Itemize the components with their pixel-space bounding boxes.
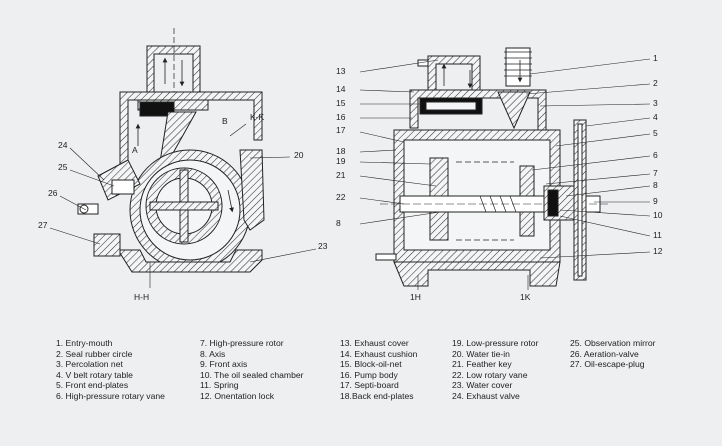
label-A: A [132,145,138,155]
label-9: 9 [653,196,658,206]
label-20: 20 [294,150,304,160]
label-K-K: K-K [250,112,265,122]
legend-column-5: 25. Observation mirror 26. Aeration-valv… [570,338,656,370]
label-27: 27 [38,220,48,230]
legend-item: 21. Feather key [452,359,512,370]
legend-item: 23. Water cover [452,380,513,391]
legend-item: 9. Front axis [200,359,248,370]
legend-column-2: 7. High-pressure rotor 8. Axis 9. Front … [200,338,304,402]
label-16: 16 [336,112,346,122]
legend-item: 13. Exhaust cover [340,338,409,348]
legend-item: 12. Onentation lock [200,390,275,401]
inlet-pipe [146,45,201,93]
legend-column-3: 13. Exhaust cover 14. Exhaust cushion 15… [340,338,417,402]
legend-item: 16. Pump body [340,369,398,380]
label-4: 4 [653,112,658,122]
label-3: 3 [653,98,658,108]
label-8-left: 8 [336,218,341,228]
label-25: 25 [58,162,68,172]
label-6: 6 [653,150,658,160]
label-5: 5 [653,128,658,138]
label-1H: 1H [410,292,421,302]
percolation-net [139,101,175,117]
pump-base [117,249,263,273]
label-1K: 1K [520,292,531,302]
legend-item: 24. Exhaust valve [452,390,520,401]
right-longitudinal-section-view [359,47,651,290]
label-22: 22 [336,192,346,202]
legend-item: 7. High-pressure rotor [200,338,284,348]
label-23: 23 [318,241,328,251]
label-10: 10 [653,210,663,220]
legend-item: 19. Low-pressure rotor [452,338,539,348]
label-8-right: 8 [653,180,658,190]
legend-item: 11. Spring [200,380,239,391]
label-24: 24 [58,140,68,150]
exhaust-cover [427,55,481,91]
legend-item: 6. High-pressure rotary vane [56,390,165,401]
label-15: 15 [336,98,346,108]
legend-item: 5. Front end-plates [56,380,129,391]
legend-item: 8. Axis [200,348,226,359]
label-12: 12 [653,246,663,256]
label-B: B [222,116,228,126]
label-17: 17 [336,125,346,135]
legend-item: 3. Percolation net [56,359,123,370]
entry-mouth [505,47,531,87]
legend-item: 14. Exhaust cushion [340,348,418,359]
legend-item: 22. Low rotary vane [452,369,528,380]
label-1: 1 [653,53,658,63]
pump-cross-section-drawing: 24 25 26 27 A B K-K 20 23 H-H [38,28,663,302]
legend-item: 25. Observation mirror [570,338,656,348]
label-2: 2 [653,78,658,88]
legend-column-4: 19. Low-pressure rotor 20. Water tie-in … [452,338,538,402]
legend-item: 17. Septi-board [340,380,399,391]
label-18: 18 [336,146,346,156]
legend-item: 26. Aeration-valve [570,348,639,359]
legend-item: 2. Seal rubber circle [56,348,133,359]
legend-item: 18.Back end-plates [340,390,414,401]
legend-column-1: 1. Entry-mouth 2. Seal rubber circle 3. … [56,338,165,402]
legend-item: 1. Entry-mouth [56,338,113,348]
legend-item: 15. Block-oil-net [340,359,402,370]
label-19: 19 [336,156,346,166]
label-14: 14 [336,84,346,94]
label-21: 21 [336,170,346,180]
label-H-H: H-H [134,292,149,302]
legend-item: 10. The oil sealed chamber [200,369,304,380]
label-26: 26 [48,188,58,198]
rotary-vane-horizontal [149,201,219,211]
top-housing [409,89,547,151]
legend-item: 20. Water tie-in [452,348,510,359]
label-11: 11 [653,230,662,240]
left-side-section-view [49,28,317,288]
legend-item: 27. Oil-escape-plug [570,359,645,370]
legend-item: 4. V belt rotary table [56,369,133,380]
label-7: 7 [653,168,658,178]
label-13: 13 [336,66,346,76]
